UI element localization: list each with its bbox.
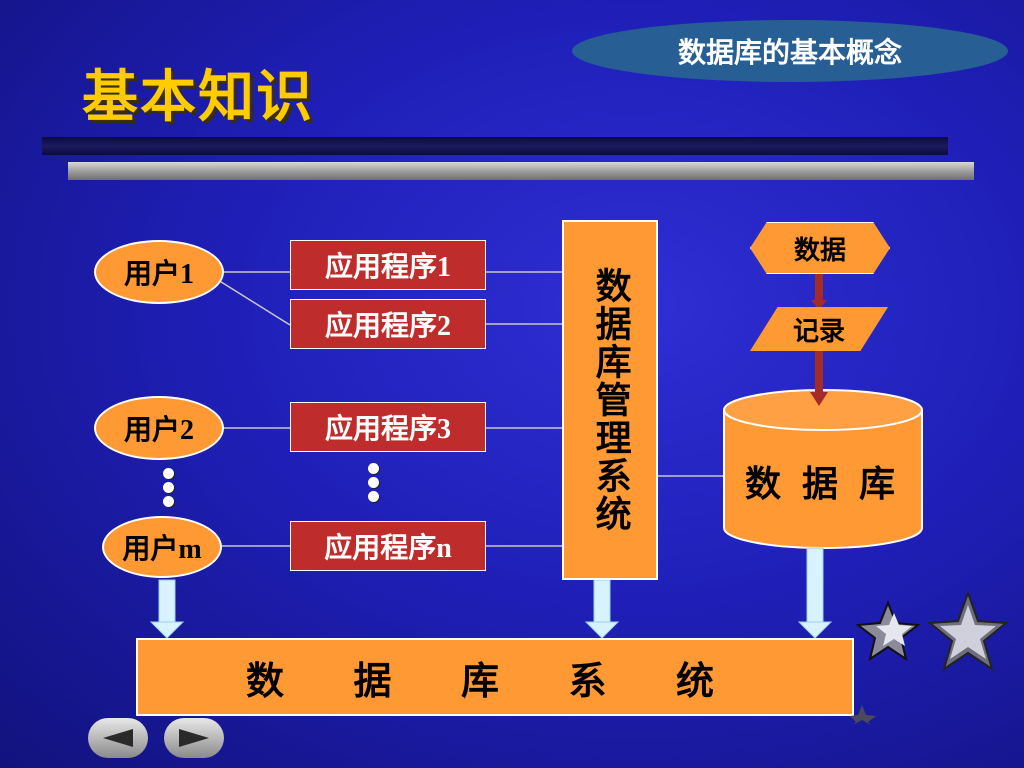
app-2: 应用程序2: [290, 299, 486, 349]
database-cylinder: [723, 389, 923, 549]
title-divider-dark: [42, 137, 948, 155]
connector-user1-app2: [217, 279, 291, 326]
database-system-box: 数 据 库 系 统: [136, 638, 854, 716]
app-1: 应用程序1: [290, 240, 486, 290]
user-1: 用户1: [94, 240, 224, 304]
page-title: 基本知识: [82, 65, 314, 130]
star-icon: [850, 590, 1009, 725]
ellipsis-users: [163, 468, 175, 510]
data-node: 数据: [750, 222, 890, 274]
next-slide-button[interactable]: [164, 718, 224, 758]
arrow-database-dbs: [797, 547, 833, 639]
triangle-right-icon: [179, 729, 209, 747]
app-3: 应用程序3: [290, 402, 486, 452]
user-m: 用户m: [102, 516, 222, 578]
arrow-dbms-dbs: [584, 579, 620, 639]
app-n: 应用程序n: [290, 521, 486, 571]
arrow-users-dbs: [149, 579, 185, 639]
ellipsis-apps: [368, 463, 380, 505]
topic-badge: 数据库的基本概念: [572, 20, 1008, 82]
user-2: 用户2: [94, 396, 224, 460]
arrow-data-record: [811, 272, 827, 310]
dbms-box: 数据库管理系统: [562, 220, 658, 580]
database-label: 数 据 库: [744, 464, 901, 504]
triangle-left-icon: [103, 729, 133, 747]
arrow-record-database: [810, 351, 828, 406]
prev-slide-button[interactable]: [88, 718, 148, 758]
record-node: 记录: [750, 307, 888, 351]
title-divider-grey: [68, 162, 974, 180]
